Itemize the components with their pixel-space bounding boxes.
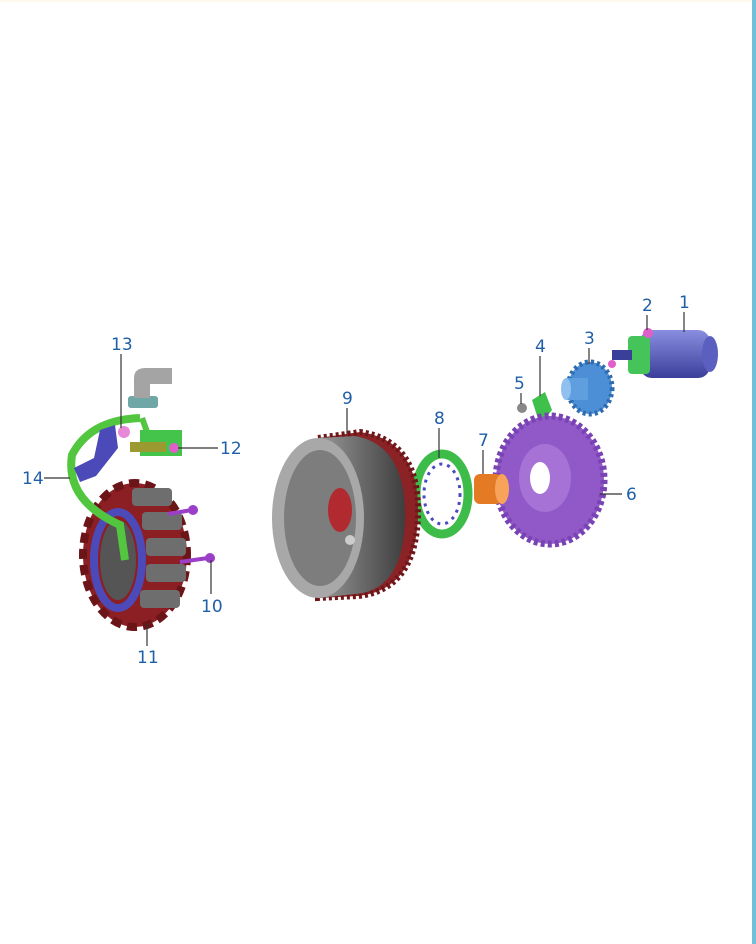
callout-11: 11 xyxy=(137,648,159,668)
callout-9: 9 xyxy=(342,389,353,409)
callout-14: 14 xyxy=(22,469,44,489)
driven-gear-part-6 xyxy=(492,412,608,548)
starter-motor-part-1 xyxy=(612,330,718,378)
callout-4: 4 xyxy=(535,337,546,357)
pulser-coil-part-12 xyxy=(130,430,182,456)
bolt-part-13 xyxy=(118,426,130,438)
leader-lines xyxy=(44,312,685,646)
flywheel-rotor-part-9 xyxy=(272,428,422,602)
callout-5: 5 xyxy=(514,374,525,394)
callout-7: 7 xyxy=(478,431,489,451)
callout-13: 13 xyxy=(111,335,133,355)
callout-2: 2 xyxy=(642,296,653,316)
callout-8: 8 xyxy=(434,409,445,429)
callout-3: 3 xyxy=(584,329,595,349)
wire-harness xyxy=(67,368,172,561)
bolts-part-10 xyxy=(167,505,215,564)
one-way-clutch-part-8 xyxy=(411,449,473,539)
top-border xyxy=(0,0,752,2)
callout-10: 10 xyxy=(201,597,223,617)
callout-12: 12 xyxy=(220,439,242,459)
bolt-part-2 xyxy=(608,328,653,368)
bracket-part-4 xyxy=(532,392,552,425)
idler-gear-part-3 xyxy=(561,359,615,417)
bushing-part-7 xyxy=(474,474,509,504)
callout-1: 1 xyxy=(679,293,690,313)
clamp-part-14 xyxy=(74,425,118,482)
callout-6: 6 xyxy=(626,485,637,505)
right-border xyxy=(752,0,756,944)
stator-part-11 xyxy=(79,479,191,631)
bolt-part-5 xyxy=(517,403,527,413)
